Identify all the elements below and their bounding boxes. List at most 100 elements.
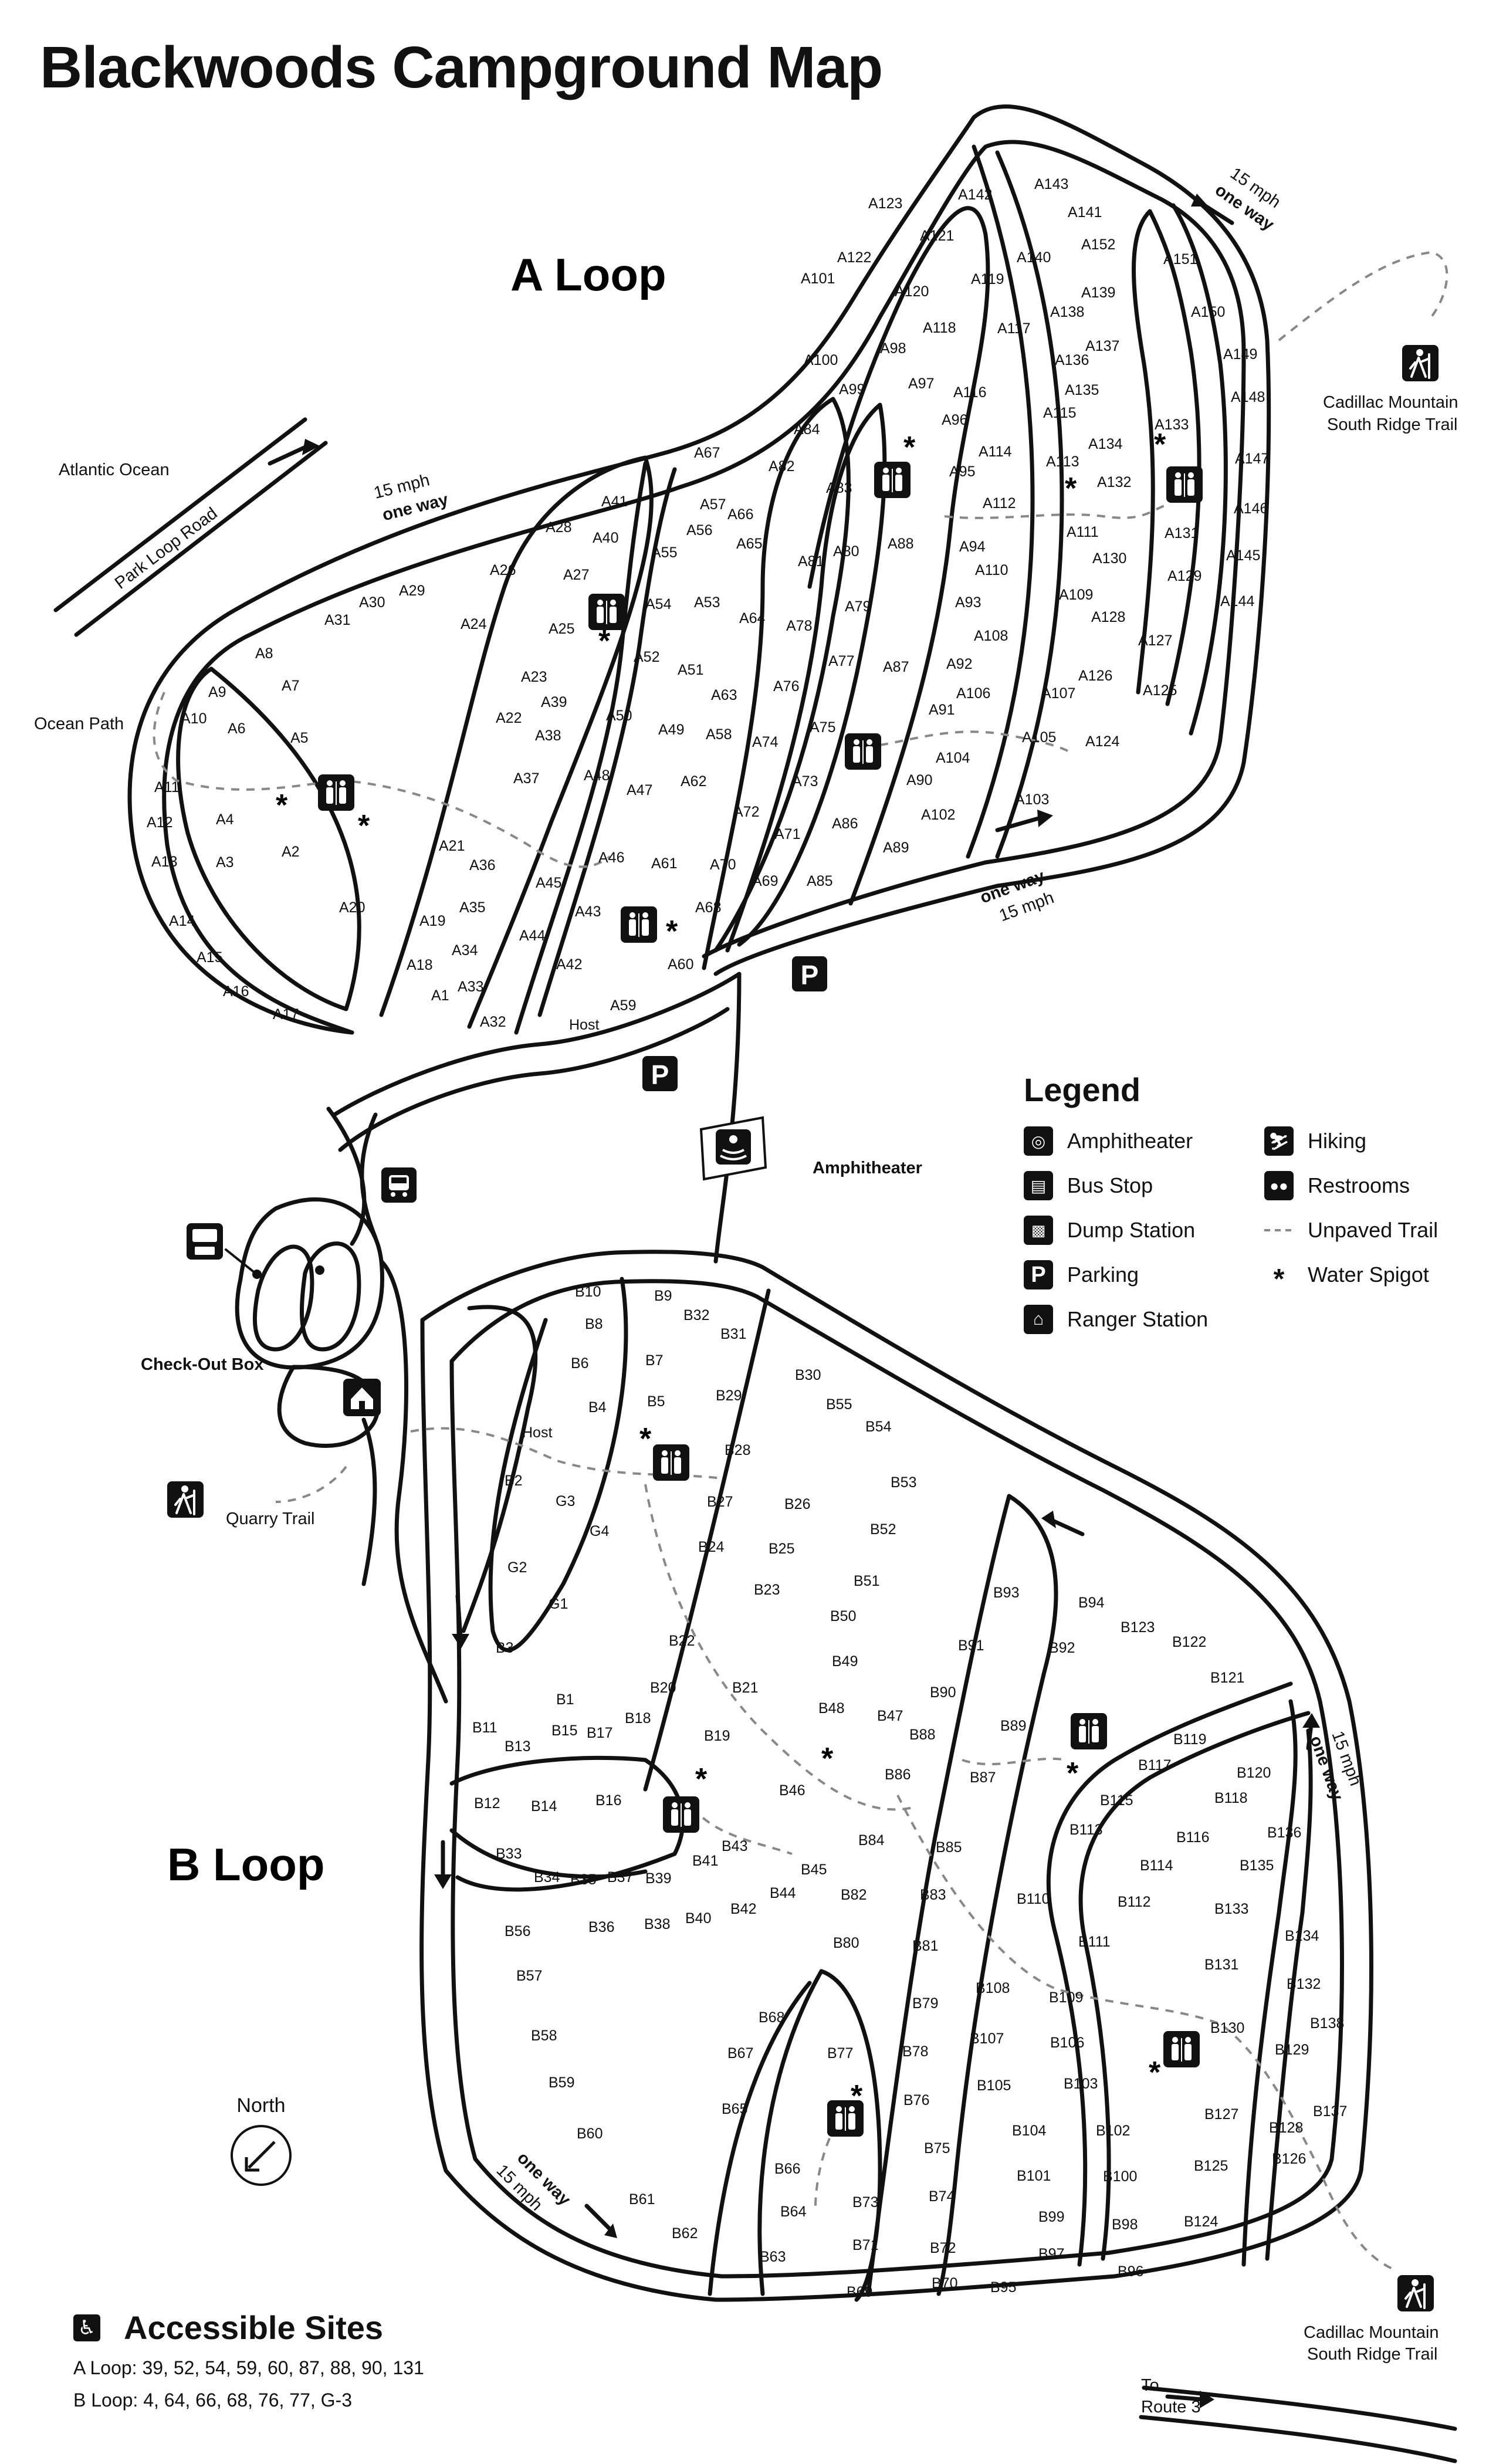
site-label: B80 (833, 1935, 859, 1951)
site-label: A88 (888, 536, 913, 552)
site-label: A34 (452, 942, 478, 959)
site-label: A128 (1091, 609, 1125, 625)
site-label: B70 (932, 2275, 957, 2292)
legend-item: Unpaved Trail (1264, 1214, 1438, 1247)
cadillac-bottom-label-2: South Ridge Trail (1307, 2345, 1437, 2364)
site-label: B51 (854, 1573, 879, 1589)
water-spigot-icon: * (851, 2079, 863, 2113)
site-label: A58 (706, 726, 732, 743)
site-label: B91 (958, 1637, 984, 1654)
site-label: B134 (1285, 1928, 1319, 1944)
site-label: B68 (759, 2009, 784, 2026)
site-label: B131 (1204, 1957, 1238, 1973)
site-label: B84 (858, 1832, 885, 1849)
site-label: A73 (792, 773, 818, 790)
site-label: B66 (774, 2161, 800, 2177)
check-out-box-label: Check-Out Box (141, 1355, 263, 1374)
site-label: A37 (513, 770, 539, 787)
site-label: A113 (1046, 453, 1079, 470)
site-label: A56 (686, 522, 712, 539)
site-label: A2 (282, 844, 300, 860)
site-label: B130 (1210, 2020, 1244, 2036)
site-label: B35 (570, 1871, 596, 1888)
site-label: A136 (1055, 352, 1089, 368)
site-label: B43 (722, 1838, 747, 1854)
site-label: A24 (461, 616, 487, 632)
site-label: B101 (1017, 2168, 1051, 2184)
site-label: A16 (223, 983, 249, 1000)
site-label: B63 (760, 2249, 786, 2265)
site-label: B27 (707, 1494, 733, 1510)
parking-icon-mid: P (642, 1056, 678, 1091)
site-label: B83 (920, 1887, 946, 1903)
site-label: A143 (1034, 176, 1068, 192)
site-label: A32 (480, 1014, 506, 1030)
site-label: B49 (832, 1653, 858, 1670)
hiking-icon (1402, 345, 1439, 381)
site-label: A151 (1163, 251, 1197, 268)
site-label: A72 (733, 804, 759, 820)
site-label: A62 (681, 773, 706, 790)
site-label: A9 (208, 684, 226, 700)
restrooms-icon (621, 906, 657, 943)
water-spigot-icon: * (1149, 2056, 1161, 2090)
site-label: A83 (826, 480, 852, 496)
site-label: A35 (459, 899, 485, 916)
restrooms-icon: ●● (1264, 1171, 1294, 1200)
site-label: A98 (880, 340, 906, 357)
site-label: A18 (407, 957, 432, 973)
page-title: Blackwoods Campground Map (40, 35, 883, 100)
site-label: B112 (1118, 1894, 1151, 1910)
site-label: B82 (841, 1887, 867, 1903)
site-label: B114 (1140, 1857, 1173, 1874)
site-label: B100 (1103, 2168, 1137, 2185)
site-label: B11 (472, 1720, 497, 1736)
hiking-icon (167, 1481, 204, 1518)
direction-arrows (268, 194, 1320, 2408)
site-label: A86 (832, 815, 858, 832)
site-label: A142 (958, 187, 992, 203)
site-label: A36 (469, 857, 495, 874)
site-label: A7 (282, 678, 300, 694)
site-label: G2 (507, 1559, 527, 1576)
site-label: B116 (1176, 1829, 1210, 1846)
site-label: A61 (651, 855, 677, 872)
site-label: B138 (1310, 2015, 1344, 2032)
site-label: B6 (571, 1355, 589, 1372)
water-spigot-icon: * (903, 431, 916, 465)
site-label: A97 (908, 375, 934, 392)
legend-item: ▩Dump Station (1024, 1214, 1195, 1247)
legend-title: Legend (1024, 1071, 1141, 1108)
site-label: B103 (1064, 2076, 1098, 2092)
site-label: A64 (739, 610, 766, 627)
site-label: A25 (549, 621, 574, 637)
site-label: B121 (1210, 1670, 1244, 1686)
site-label: B132 (1287, 1976, 1321, 1992)
site-label: B22 (669, 1633, 695, 1649)
site-label: A106 (956, 685, 990, 702)
park-loop-road (53, 417, 1457, 2463)
site-label: B45 (801, 1861, 827, 1878)
site-label: A4 (216, 811, 234, 828)
site-label: A20 (339, 899, 365, 916)
site-label: B3 (496, 1640, 514, 1656)
b-loop-roads (419, 1250, 1373, 2302)
site-label: A147 (1235, 451, 1269, 467)
cadillac-bottom-label-1: Cadillac Mountain (1304, 2323, 1439, 2342)
site-label: A138 (1050, 304, 1084, 320)
north-label: North (236, 2094, 286, 2117)
site-label: B128 (1269, 2120, 1303, 2136)
site-label: A46 (598, 849, 624, 866)
site-label: A19 (419, 913, 445, 929)
site-label: B97 (1038, 2246, 1064, 2262)
site-label: A127 (1138, 632, 1172, 649)
site-label: A76 (773, 678, 799, 695)
ranger-station-icon: ⌂ (1024, 1305, 1053, 1334)
amphitheater-icon (699, 1116, 767, 1181)
site-label: B79 (912, 1995, 938, 2012)
legend-item: *Water Spigot (1264, 1258, 1429, 1294)
legend-item: ▤Bus Stop (1024, 1169, 1153, 1202)
site-label: A100 (804, 352, 838, 368)
site-label: B36 (588, 1919, 614, 1935)
